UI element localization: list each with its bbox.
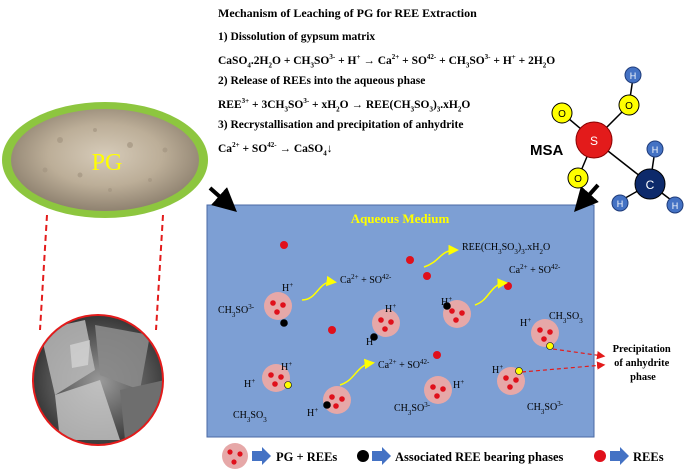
pg-sample-dish: PG bbox=[2, 102, 208, 218]
precipitation-line-3: phase bbox=[630, 372, 656, 383]
anhydrite-dot bbox=[285, 382, 292, 389]
particle-ree-dot bbox=[268, 372, 274, 378]
legend-ree-swatch bbox=[594, 450, 606, 462]
particle-ree-dot bbox=[274, 309, 280, 315]
particle-ree-dot bbox=[378, 317, 384, 323]
ree-dot bbox=[406, 256, 414, 264]
hydrogen-label-3: H bbox=[672, 201, 679, 211]
legend-pg-rees: PG + REEs bbox=[276, 450, 337, 464]
legend-associated-swatch bbox=[357, 450, 369, 462]
particle-ree-dot bbox=[547, 329, 553, 335]
sem-micrograph bbox=[30, 314, 170, 449]
pg-to-medium-arrow bbox=[210, 188, 228, 204]
pg-particle bbox=[497, 367, 525, 395]
msa-label: MSA bbox=[530, 142, 564, 159]
legend-associated: Associated REE bearing phases bbox=[395, 450, 564, 464]
sem-connector-right bbox=[156, 215, 163, 330]
particle-ree-dot bbox=[541, 336, 547, 342]
particle-ree-dot bbox=[270, 300, 276, 306]
particle-ree-dot bbox=[537, 327, 543, 333]
hydrogen-label-oh: H bbox=[630, 71, 637, 81]
oxygen-label-2: O bbox=[574, 174, 582, 185]
particle-ree-dot bbox=[329, 394, 335, 400]
pg-label: PG bbox=[92, 150, 123, 176]
ree-dot bbox=[328, 326, 336, 334]
ree-dot bbox=[423, 272, 431, 280]
ree-dot bbox=[433, 351, 441, 359]
associated-phase-dot bbox=[324, 402, 331, 409]
particle-body bbox=[531, 319, 559, 347]
anhydrite-dot bbox=[516, 368, 523, 375]
particle-ree-dot bbox=[453, 317, 459, 323]
particle-ree-dot bbox=[513, 377, 519, 383]
precipitation-line-1: Precipitation bbox=[613, 344, 671, 355]
msa-molecule: S O O O H C H H H MSA bbox=[530, 67, 683, 213]
oxygen-label-3: O bbox=[625, 101, 633, 112]
sulfur-label: S bbox=[590, 134, 598, 148]
particle-ree-dot bbox=[388, 319, 394, 325]
legend-particle-swatch bbox=[222, 443, 248, 469]
legend-arrow-icon-1 bbox=[252, 447, 271, 465]
pg-particle bbox=[323, 386, 351, 414]
ree-dot bbox=[280, 241, 288, 249]
legend-arrow-icon-3 bbox=[610, 447, 629, 465]
particle-ree-dot bbox=[339, 396, 345, 402]
particle-ree-dot bbox=[434, 393, 440, 399]
ree-dot bbox=[504, 282, 512, 290]
sem-connector-left bbox=[40, 215, 47, 330]
oxygen-label-1: O bbox=[558, 109, 566, 120]
particle-ree-dot bbox=[449, 308, 455, 314]
hydrogen-label-1: H bbox=[652, 145, 659, 155]
particle-ree-dot bbox=[430, 384, 436, 390]
particle-ree-dot bbox=[503, 375, 509, 381]
particle-ree-dot bbox=[333, 403, 339, 409]
pg-particle bbox=[424, 376, 452, 404]
precipitation-label: Precipitation of anhydrite phase bbox=[613, 344, 674, 383]
legend-rees: REEs bbox=[633, 450, 664, 464]
particle-ree-dot bbox=[507, 384, 513, 390]
aqueous-medium-title: Aqueous Medium bbox=[351, 211, 450, 226]
associated-phase-dot bbox=[281, 320, 288, 327]
particle-ree-dot bbox=[280, 302, 286, 308]
particle-body bbox=[264, 292, 292, 320]
msa-to-medium-arrow bbox=[582, 185, 598, 203]
particle-ree-dot bbox=[272, 381, 278, 387]
particle-ree-dot bbox=[440, 386, 446, 392]
particle-ree-dot bbox=[382, 326, 388, 332]
particle-body bbox=[424, 376, 452, 404]
particle-ree-dot bbox=[278, 374, 284, 380]
legend-arrow-icon-2 bbox=[372, 447, 391, 465]
particle-ree-dot bbox=[459, 310, 465, 316]
legend: PG + REEs Associated REE bearing phases … bbox=[222, 443, 664, 469]
anhydrite-dot bbox=[547, 343, 554, 350]
particle-body bbox=[323, 386, 351, 414]
hydrogen-label-2: H bbox=[617, 199, 624, 209]
carbon-label: C bbox=[646, 178, 655, 192]
precipitation-line-2: of anhydrite bbox=[614, 358, 669, 369]
